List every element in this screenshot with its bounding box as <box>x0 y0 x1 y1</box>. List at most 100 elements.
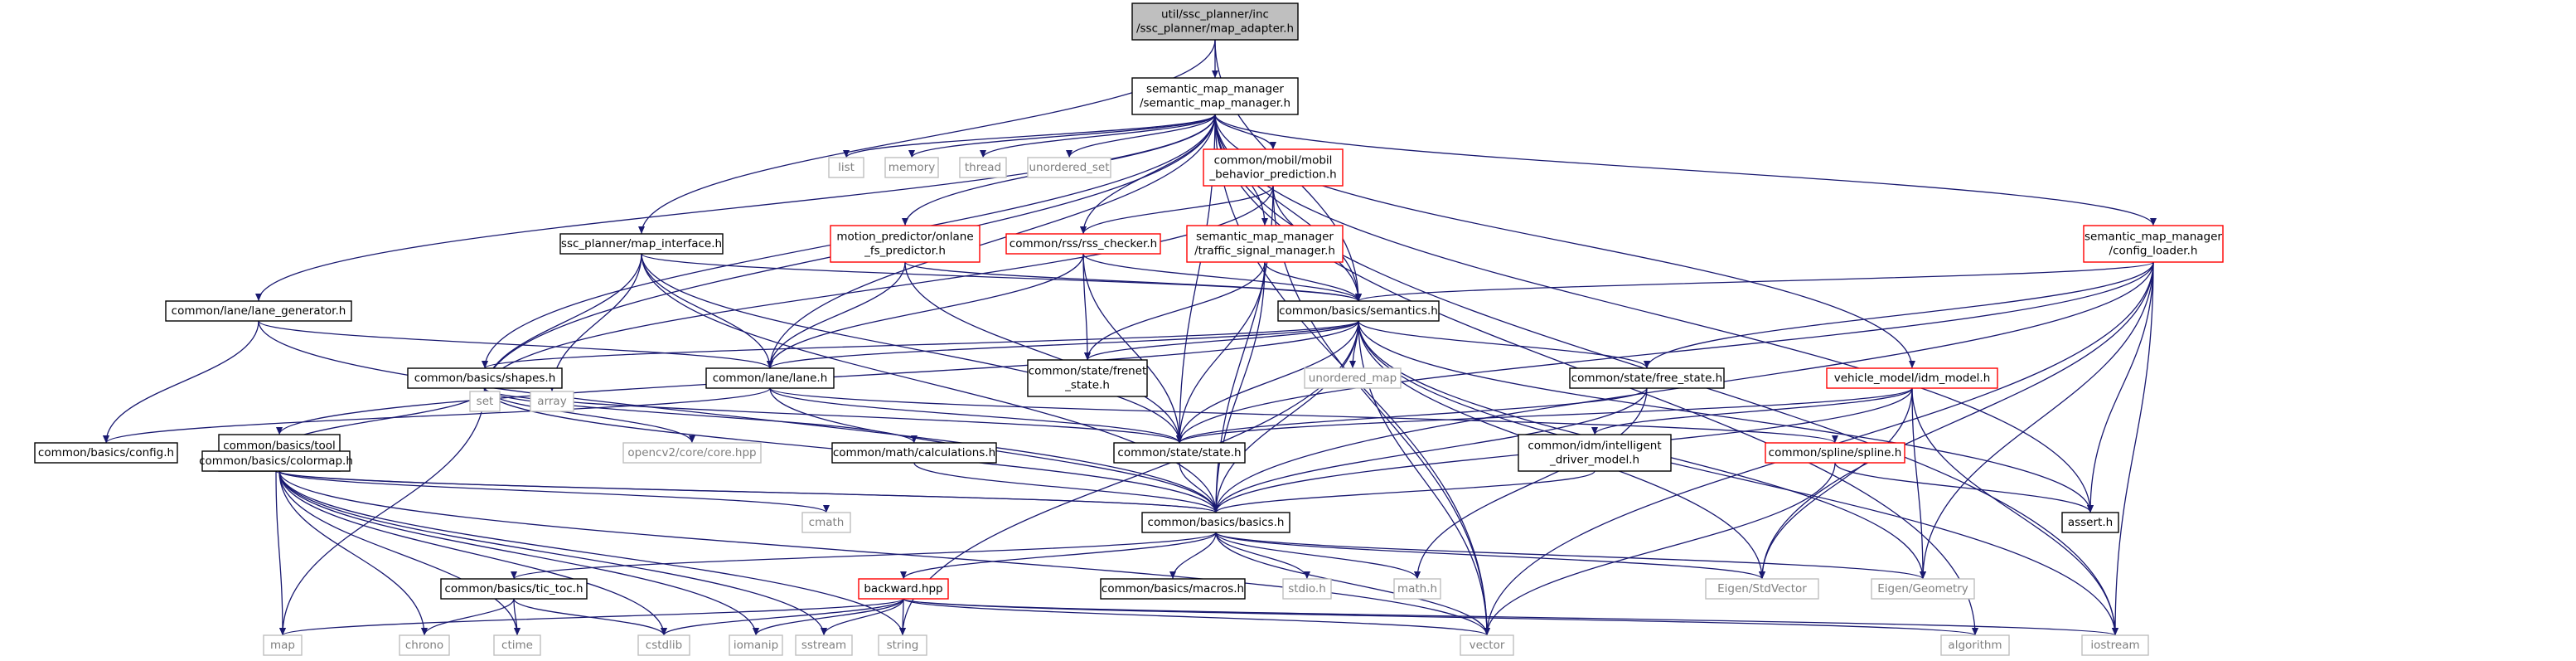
edge-semantics-to-assert <box>1358 320 2091 513</box>
node-label: common/state/frenet <box>1029 365 1147 378</box>
arrowhead-semantics-to-tool_func <box>276 427 283 435</box>
node-label: cmath <box>809 516 845 529</box>
node-box <box>801 512 851 533</box>
node-label: motion_predictor/onlane <box>836 231 973 244</box>
node-idm-model[interactable]: vehicle_model/idm_model.h <box>1826 367 1998 389</box>
node-label: /semantic_map_manager.h <box>1140 97 1290 110</box>
node-map: map <box>263 634 303 656</box>
node-smm[interactable]: semantic_map_manager/semantic_map_manage… <box>1131 77 1299 115</box>
node-frenet[interactable]: common/state/frenet_state.h <box>1027 359 1148 397</box>
node-label: common/mobil/mobil <box>1214 154 1333 168</box>
node-box <box>1005 233 1161 255</box>
node-unordered-map: unordered_map <box>1304 367 1402 389</box>
arrowhead-backward-to-string <box>899 628 906 635</box>
node-onlane[interactable]: motion_predictor/onlane_fs_predictor.h <box>830 225 981 263</box>
node-box <box>1027 359 1148 397</box>
node-string: string <box>878 634 927 656</box>
edge-traffic-to-frenet <box>1087 261 1266 361</box>
node-basics[interactable]: common/basics/basics.h <box>1141 512 1290 533</box>
node-box <box>878 634 927 656</box>
node-iomanip: iomanip <box>729 634 783 656</box>
node-box <box>622 442 762 464</box>
node-semantics[interactable]: common/basics/semantics.h <box>1277 300 1440 322</box>
node-free-state[interactable]: common/state/free_state.h <box>1569 367 1725 389</box>
node-box <box>828 157 864 178</box>
node-label: set <box>477 395 494 408</box>
arrowhead-semantics-to-free_state <box>1644 361 1650 368</box>
arrowhead-semantics-to-shapes <box>482 361 488 368</box>
edge-semantics-to-basics <box>1215 320 1359 513</box>
node-config[interactable]: common/basics/config.h <box>34 442 178 464</box>
arrowhead-backward-to-algorithm <box>1972 628 1978 635</box>
edge-tic_toc-to-chrono <box>424 598 515 636</box>
node-assert[interactable]: assert.h <box>2061 512 2119 533</box>
node-iostream: iostream <box>2081 634 2149 656</box>
node-state[interactable]: common/state/state.h <box>1113 442 1246 464</box>
arrowhead-basics-to-eigen_geo <box>1920 571 1926 579</box>
node-box <box>1460 634 1514 656</box>
edge-mobil-to-vector <box>1272 185 1488 636</box>
node-unordered-set: unordered_set <box>1027 157 1111 178</box>
node-map-adapter[interactable]: util/ssc_planner/inc/ssc_planner/map_ada… <box>1131 2 1299 41</box>
edge-backward-to-sstream <box>823 598 904 636</box>
arrowhead-semantics-to-frenet <box>1084 352 1091 360</box>
node-label: common/state/state.h <box>1117 446 1241 459</box>
node-mobil[interactable]: common/mobil/mobil_behavior_prediction.h <box>1203 148 1344 187</box>
node-smm-config[interactable]: semantic_map_manager/config_loader.h <box>2083 225 2224 263</box>
node-rss[interactable]: common/rss/rss_checker.h <box>1005 233 1161 255</box>
edge-basics-to-stdio <box>1215 532 1308 580</box>
node-box <box>1871 578 1975 600</box>
edge-traffic-to-semantics <box>1264 261 1359 302</box>
edge-semantics-to-lane <box>769 320 1359 369</box>
node-box <box>559 233 724 255</box>
node-cmath: cmath <box>801 512 851 533</box>
edge-semantics-to-free_state <box>1358 320 1648 369</box>
node-calculations[interactable]: common/math/calculations.h <box>831 442 997 464</box>
arrowhead-smm-to-memory <box>908 150 915 158</box>
node-label: common/rss/rss_checker.h <box>1010 237 1157 250</box>
node-box <box>1027 157 1111 178</box>
node-box <box>440 578 588 600</box>
node-tic-toc[interactable]: common/basics/tic_toc.h <box>440 578 588 600</box>
node-label: assert.h <box>2068 516 2113 529</box>
node-lane[interactable]: common/lane/lane.h <box>705 367 835 389</box>
node-macros[interactable]: common/basics/macros.h <box>1100 578 1246 600</box>
node-colormap[interactable]: common/basics/colormap.h <box>199 450 353 472</box>
node-label: common/basics/config.h <box>38 446 174 459</box>
edge-smm_config-to-free_state <box>1646 261 2154 369</box>
node-backward[interactable]: backward.hpp <box>858 578 949 600</box>
node-shapes[interactable]: common/basics/shapes.h <box>407 367 563 389</box>
edge-smm-to-unordered_set <box>1068 114 1216 158</box>
node-label: ssc_planner/map_interface.h <box>561 237 722 250</box>
node-idm-intel[interactable]: common/idm/intelligent_driver_model.h <box>1518 434 1672 472</box>
node-box <box>637 634 690 656</box>
node-cstdlib: cstdlib <box>637 634 690 656</box>
edge-idm_intel-to-basics <box>1215 470 1595 513</box>
node-box <box>1186 225 1344 263</box>
node-box <box>858 578 949 600</box>
edge-smm-to-list <box>845 114 1216 158</box>
node-box <box>1765 442 1905 464</box>
arrowhead-tic_toc-to-ctime <box>514 628 521 635</box>
node-box <box>399 634 450 656</box>
node-label: common/lane/lane_generator.h <box>172 304 346 318</box>
node-box <box>263 634 303 656</box>
node-box <box>1203 148 1344 187</box>
node-set: set <box>469 391 501 412</box>
arrowhead-backward-to-cstdlib <box>661 628 667 635</box>
node-spline[interactable]: common/spline/spline.h <box>1765 442 1905 464</box>
node-lane-gen[interactable]: common/lane/lane_generator.h <box>165 300 352 322</box>
arrowhead-traffic-to-semantics <box>1355 294 1362 301</box>
edge-tool_func-to-cmath <box>278 470 827 513</box>
node-chrono: chrono <box>399 634 450 656</box>
arrowhead-basics-to-macros <box>1169 571 1176 579</box>
edge-map_interface-to-basics <box>641 253 1217 513</box>
node-label: /config_loader.h <box>2109 245 2198 258</box>
node-label: common/basics/shapes.h <box>414 372 556 385</box>
arrowhead-map_adapter-to-smm <box>1212 70 1218 78</box>
node-map-interface[interactable]: ssc_planner/map_interface.h <box>559 233 724 255</box>
edge-backward-to-iostream <box>903 598 2116 636</box>
node-box <box>2081 634 2149 656</box>
node-label: Eigen/Geometry <box>1877 582 1968 595</box>
node-traffic[interactable]: semantic_map_manager/traffic_signal_mana… <box>1186 225 1344 263</box>
